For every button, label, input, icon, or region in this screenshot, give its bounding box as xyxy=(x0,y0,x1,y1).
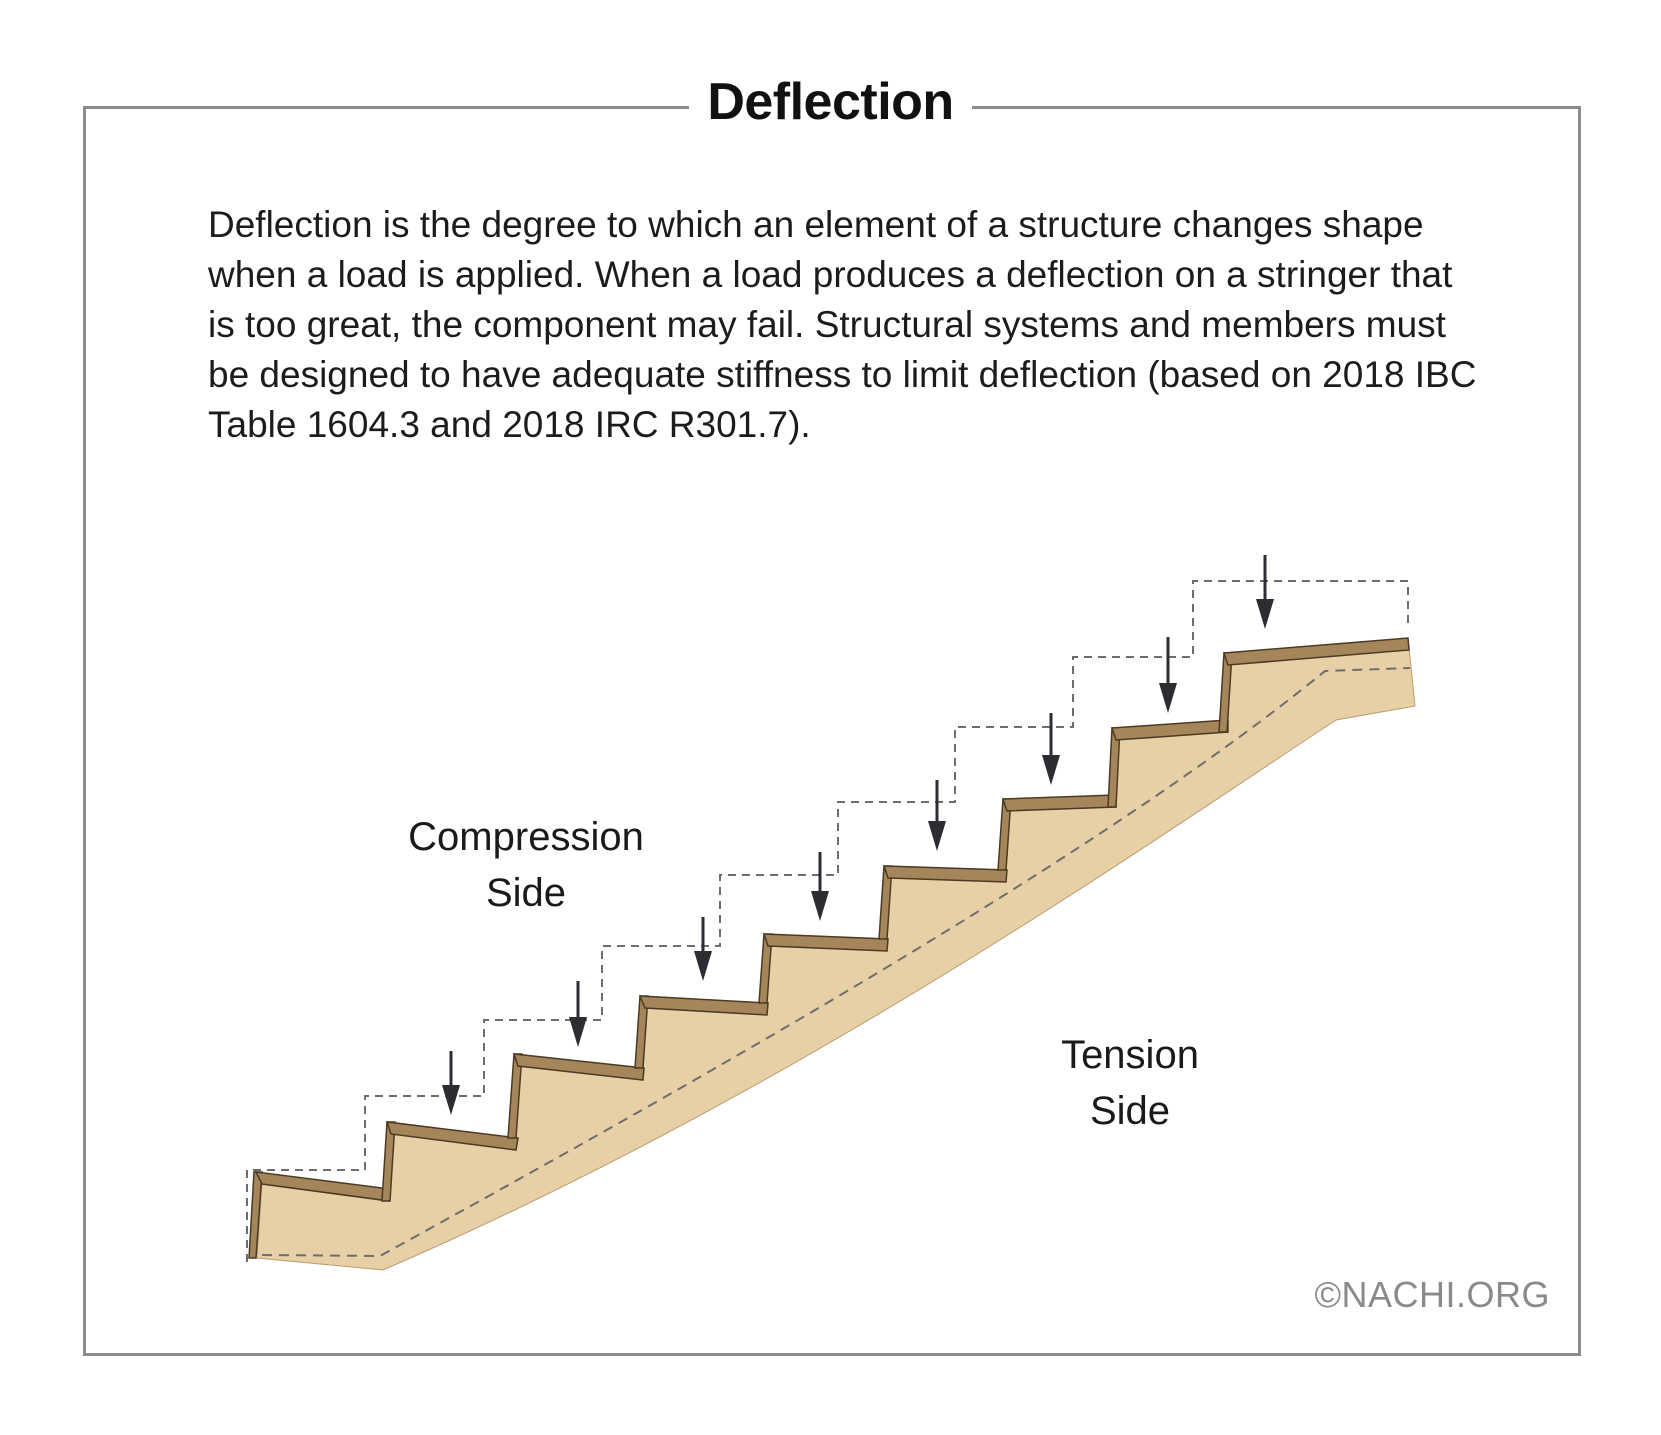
description-text: Deflection is the degree to which an ele… xyxy=(208,204,1477,445)
tread-2 xyxy=(385,1121,519,1151)
treads-and-risers xyxy=(248,637,1410,1259)
page-title: Deflection xyxy=(689,66,972,138)
tension-label-line1: Tension xyxy=(1061,1033,1199,1077)
neutral-axis-line xyxy=(261,667,1411,1258)
tread-4 xyxy=(638,995,769,1016)
riser-2 xyxy=(381,1121,396,1202)
copyright-credit: ©NACHI.ORG xyxy=(1314,1274,1550,1315)
load-arrows xyxy=(442,555,1274,1115)
undeflected-stair-outline xyxy=(246,580,1409,1262)
stringer-body xyxy=(256,637,1416,1271)
compression-label-line2: Side xyxy=(486,871,566,915)
title-container: Deflection xyxy=(0,66,1661,138)
tread-5 xyxy=(762,933,889,952)
compression-label-line1: Compression xyxy=(408,815,644,859)
tread-6 xyxy=(882,865,1008,883)
riser-1 xyxy=(248,1171,263,1259)
tread-9 xyxy=(1222,637,1410,666)
tension-label-line2: Side xyxy=(1090,1089,1170,1133)
riser-3 xyxy=(507,1053,523,1139)
tread-8 xyxy=(1110,719,1229,741)
tread-3 xyxy=(512,1053,645,1081)
